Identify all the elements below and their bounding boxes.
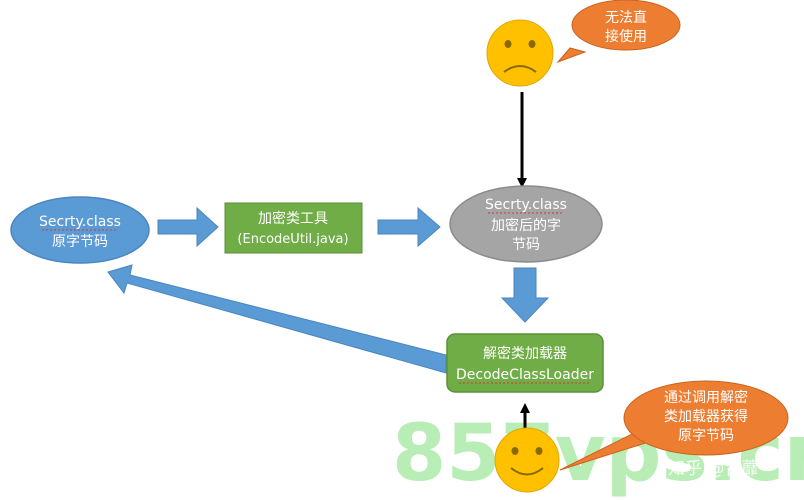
callout-bottom-line2: 类加载器获得 (664, 408, 748, 425)
arrow-loader-to-source (107, 264, 447, 374)
decode-loader-class: DecodeClassLoader (456, 367, 594, 383)
node-encode-util: 加密类工具 (EncodeUtil.java) (224, 202, 363, 254)
encrypted-class-name: Secrty.class (485, 197, 567, 213)
callout-top-line2: 接使用 (605, 28, 647, 45)
encode-util-file: (EncodeUtil.java) (237, 232, 348, 247)
node-decode-loader: 解密类加载器 DecodeClassLoader (446, 333, 604, 393)
encrypted-class-desc-1: 加密后的字 (491, 217, 561, 234)
encode-util-title: 加密类工具 (258, 210, 328, 227)
decode-loader-title: 解密类加载器 (483, 345, 567, 362)
encrypted-class-desc-2: 节码 (512, 237, 540, 253)
node-source-class: Secrty.class 原字节码 (10, 196, 150, 264)
arrow-encode-to-encrypted (377, 206, 441, 248)
callout-top-line1: 无法直 (605, 9, 647, 26)
node-encrypted-class: Secrty.class 加密后的字 节码 (449, 185, 603, 263)
watermark-zhihu: 知乎 @青蘼 (668, 459, 758, 479)
callout-top: 无法直 接使用 (556, 0, 681, 64)
arrow-source-to-encode (157, 206, 219, 248)
source-class-name: Secrty.class (39, 214, 121, 230)
sad-face-icon (486, 19, 554, 87)
callout-bottom: 通过调用解密 类加载器获得 原字节码 (559, 380, 789, 471)
smile-face-icon (494, 427, 560, 493)
arrow-encrypted-to-loader (500, 267, 550, 323)
callout-bottom-line3: 原字节码 (678, 428, 734, 444)
callout-bottom-line1: 通过调用解密 (664, 389, 748, 406)
source-class-desc: 原字节码 (52, 234, 108, 250)
